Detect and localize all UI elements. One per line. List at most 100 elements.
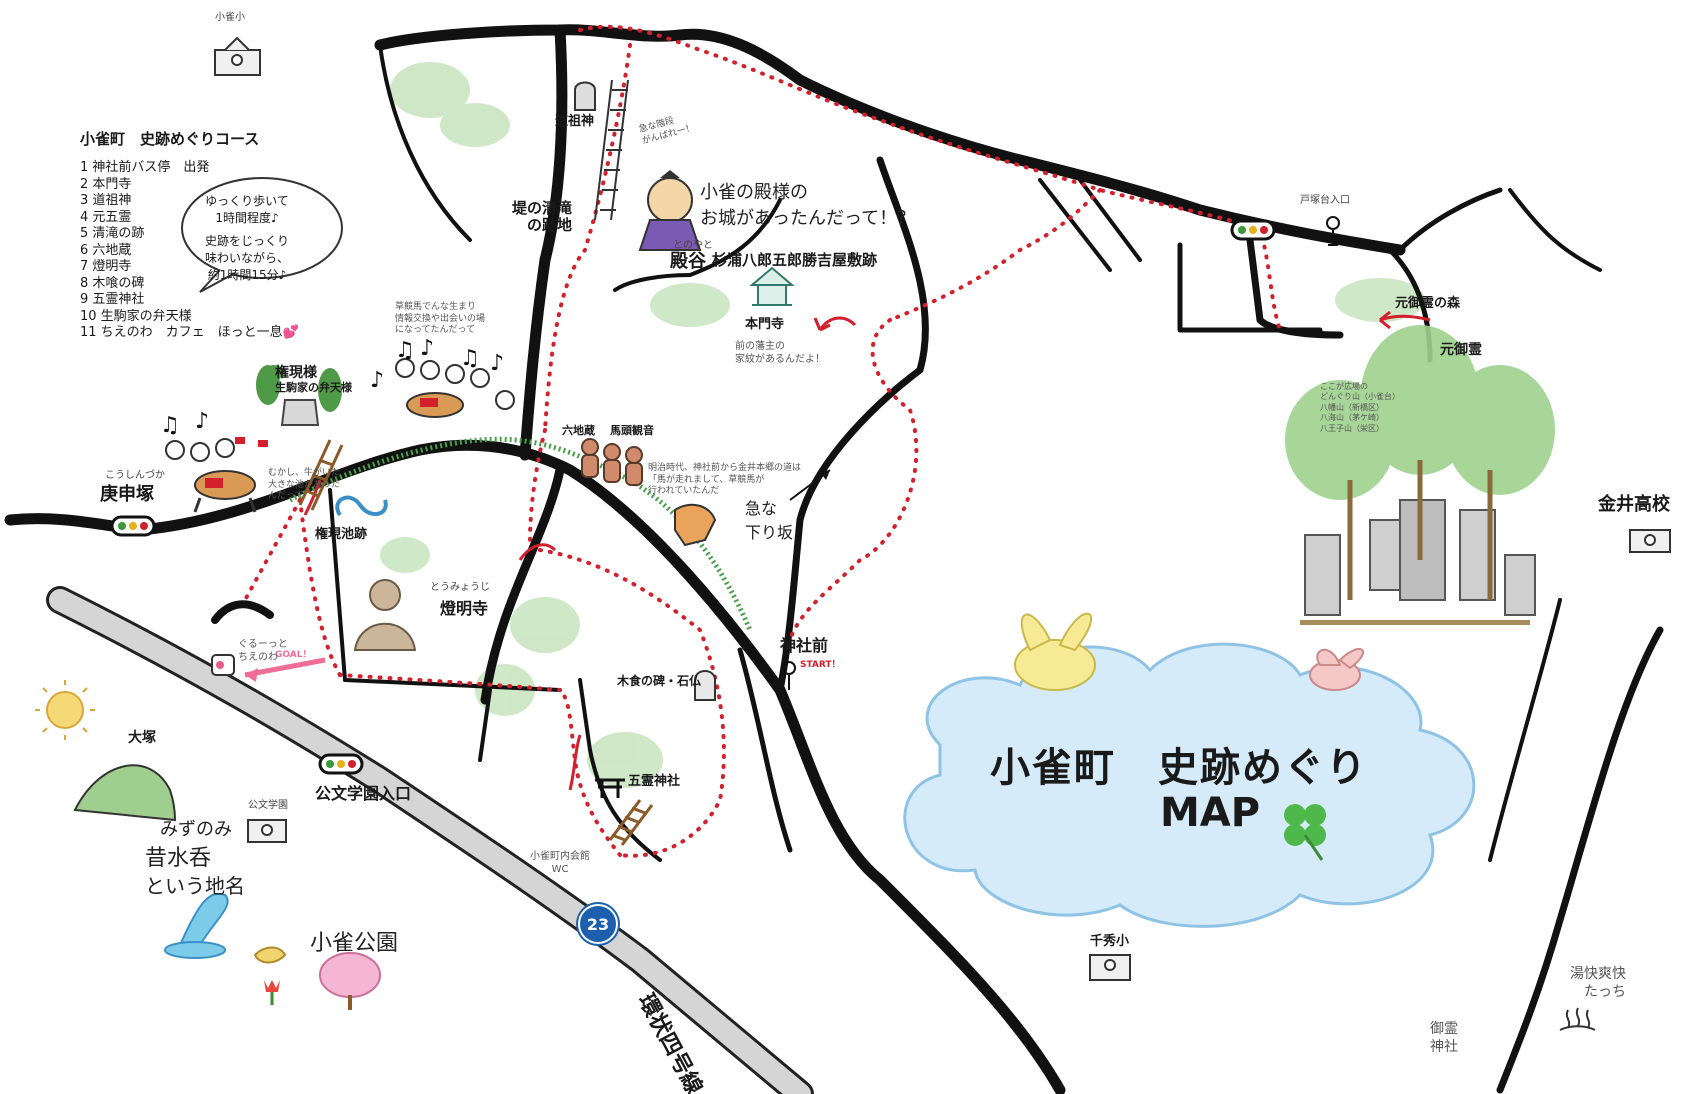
stairs-icon: [298, 439, 654, 846]
right-road-2: [1488, 598, 1562, 862]
thin-road: [1508, 188, 1602, 272]
map-title-sub: MAP: [1160, 790, 1261, 836]
label-kanai-high: 金井高校: [1598, 494, 1670, 515]
grass-edge: [288, 436, 753, 631]
label-mizunomi-2: 昔水呑: [145, 846, 212, 871]
label-gongen: 権現様: [275, 365, 317, 381]
svg-text:♫: ♫: [460, 346, 480, 371]
note-koshin: むかし、牛がいた 大きな池があった んだって: [268, 468, 341, 502]
course-item: 2 本門寺: [80, 176, 132, 192]
tomyoji-road: [480, 465, 565, 705]
svg-text:♫: ♫: [160, 413, 180, 438]
traffic-signal-icon: [110, 515, 156, 537]
label-tonoya-ruby: とのやと: [673, 240, 713, 251]
dosojin-stairs-icon: [594, 79, 629, 221]
label-misaki-shrine: 御霊 神社: [1430, 1021, 1458, 1056]
thin-road: [613, 273, 692, 292]
roads: [4, 24, 1664, 1094]
bubble-line: 史跡をじっくり: [205, 234, 290, 248]
buddha-statue-icon: [353, 579, 417, 651]
tree-trunks: [1347, 460, 1493, 600]
hot-spring-icon: [1559, 1007, 1596, 1031]
svg-text:♪: ♪: [370, 368, 384, 393]
yellow-bird-icon: [1014, 612, 1096, 691]
label-koshinzuka-ruby: こうしんづか: [105, 470, 165, 481]
label-gorei-shrine: 五霊神社: [628, 774, 681, 789]
label-mizunomi-3: という地名: [145, 874, 245, 898]
label-chienowa: ぐるーっと ちえのわ: [238, 639, 288, 663]
course-list: 1 神社前バス停 出発 2 本門寺 3 道祖神 4 元五霊 5 清滝の跡 6 六…: [80, 160, 299, 342]
music-note-icon: ♫♪ ♪♫♪♫♪: [160, 336, 504, 438]
park-tree-icon: [319, 952, 381, 1010]
park-road: [737, 647, 793, 853]
clover-icon: [1284, 804, 1326, 861]
label-gongen-sub: 生駒家の弁天様: [275, 381, 352, 394]
coffee-cup-icon: [211, 654, 235, 676]
lower-loop: [578, 678, 662, 862]
totsuka-road: [1246, 236, 1344, 339]
west-grid: [478, 688, 492, 762]
label-jinjamae: 神社前: [780, 636, 829, 655]
dosojin-road: [539, 24, 568, 266]
school-icon: [214, 36, 1671, 981]
label-rokujizo: 六地蔵: [562, 424, 595, 437]
green-patch: [587, 732, 663, 788]
thin-road: [1078, 178, 1142, 262]
tree-icon: [1285, 325, 1555, 500]
label-park-wc: 小雀町内会館 WC: [530, 851, 590, 875]
course-item: 3 道祖神: [80, 193, 132, 208]
traffic-signal-icon: [318, 753, 364, 775]
label-goal: GOAL！: [275, 650, 312, 660]
note-honmonji: 前の藩主の 家紋があるんだよ！: [735, 341, 825, 365]
note-horse-race: 草競馬でんな生まり 情報交換や出会いの場 になってたんだって: [395, 302, 486, 336]
otsuka-hill-icon: [73, 764, 177, 822]
sun-icon: [35, 680, 95, 740]
green-areas: [380, 62, 1425, 788]
label-kiyotaki: 堤の清滝 の跡地: [512, 199, 573, 235]
chie-road: [211, 600, 274, 624]
label-motogorei: 元御霊: [1440, 342, 1482, 358]
label-dosojin: 道祖神: [555, 114, 595, 129]
small-bird-icon: [253, 946, 287, 964]
green-patch: [650, 283, 730, 327]
label-tomyoji: 燈明寺: [440, 599, 489, 618]
lord-character-icon: [638, 170, 702, 251]
label-sugiura: 杉浦八郎五郎勝吉屋敷跡: [712, 251, 878, 269]
thin-road: [378, 43, 472, 242]
fountain-icon: [164, 892, 229, 959]
green-patch: [510, 597, 580, 653]
label-tomyoji-ruby: とうみょうじ: [430, 582, 490, 593]
label-otsuka: 大塚: [128, 730, 156, 746]
label-senshu-elementary: 千秀小: [1090, 934, 1130, 949]
label-honmonji: 本門寺: [745, 317, 785, 332]
label-mizunomi-1: みずのみ: [160, 819, 232, 840]
note-bato: 明治時代、神社前から金井本郷の道は 「馬が走れまして、草競馬が 行われていたんだ: [648, 463, 802, 497]
thin-road: [688, 198, 782, 277]
totsuka-grid-1: [1177, 242, 1323, 333]
horse-icon: [193, 392, 464, 513]
course-item: 7 燈明寺: [80, 259, 132, 274]
map-title: 小雀町 史跡めぐり: [990, 745, 1368, 791]
duration-bubble: ゆっくり歩いて 1時間程度♪ 史跡をじっくり 味わいながら、 約1時間15分♪: [205, 193, 289, 284]
totsuka-ne: [1397, 187, 1503, 253]
label-bato-kannon: 馬頭観音: [610, 424, 654, 437]
main-road-west: [4, 439, 1066, 1094]
label-kumon: 公文学園: [248, 800, 288, 811]
fox-icon: [674, 503, 717, 547]
honmonji-gate-icon: [749, 266, 795, 306]
label-kosuzume-park: 小雀公園: [310, 931, 399, 956]
mokujiki-stone-icon: [694, 670, 716, 701]
label-tonoya: 殿谷: [670, 251, 706, 272]
snake-icon: [335, 495, 388, 517]
label-gongen-pond: 権現池跡: [315, 527, 368, 542]
course-item: 9 五霊神社: [80, 292, 145, 307]
green-patch: [380, 537, 430, 573]
course-item: 6 六地蔵: [80, 242, 132, 258]
svg-text:♫: ♫: [395, 338, 415, 363]
rokujizo-icon: [581, 438, 643, 486]
bubble-line: 約1時間15分♪: [207, 268, 287, 282]
course-item: 5 清滝の跡: [80, 226, 145, 241]
svg-text:♪: ♪: [490, 351, 504, 376]
kiyotaki-road: [519, 254, 551, 461]
course-title: 小雀町 史跡めぐりコース: [80, 130, 260, 148]
